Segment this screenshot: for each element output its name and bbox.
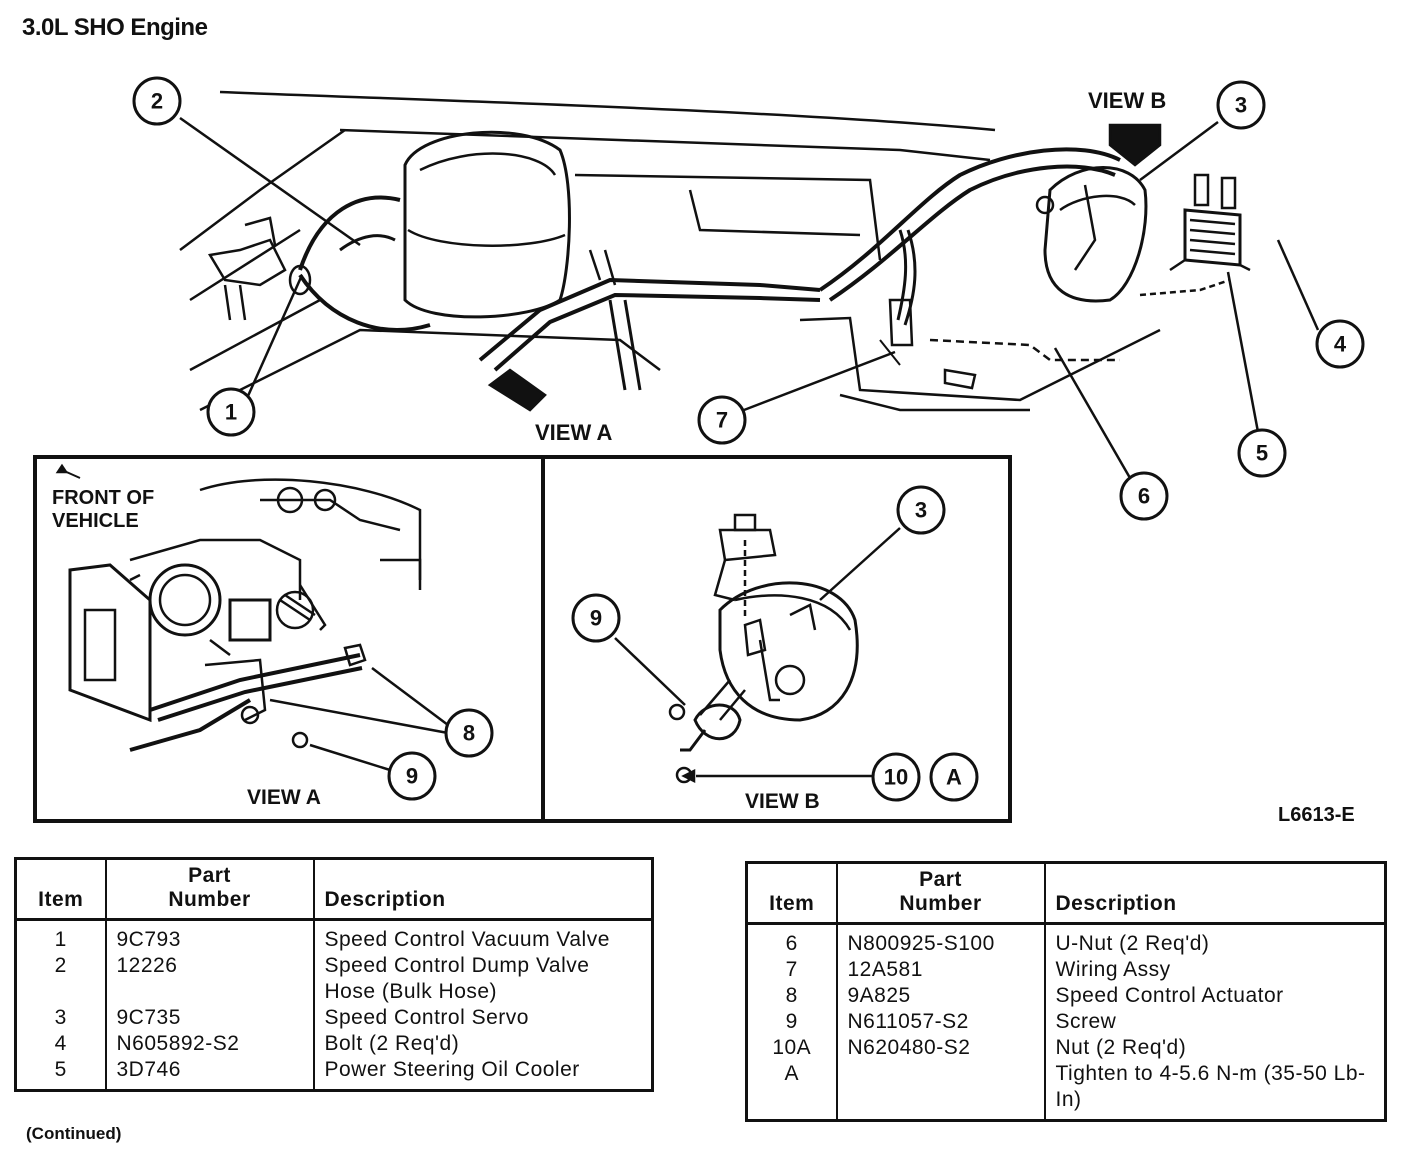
- view-a-caption: VIEW A: [247, 786, 321, 809]
- cell-item: 10A: [772, 1036, 812, 1059]
- cell-desc: Wiring Assy: [1043, 957, 1386, 983]
- cell-item: 6: [785, 932, 798, 955]
- cell-part: 12226: [104, 953, 314, 1005]
- view-a-illustration: [55, 463, 422, 752]
- cell-item: 1: [54, 928, 67, 951]
- svg-text:5: 5: [1256, 441, 1268, 466]
- cell-part: 9C793: [104, 919, 314, 953]
- cell-part: [835, 1061, 1045, 1121]
- cell-part: N620480-S2: [835, 1035, 1045, 1061]
- cell-desc: Bolt (2 Req'd): [312, 1031, 653, 1057]
- svg-text:1: 1: [225, 400, 237, 425]
- page-title: 3.0L SHO Engine: [22, 14, 208, 41]
- callout-3-view-b: 3: [896, 485, 946, 535]
- svg-text:6: 6: [1138, 484, 1150, 509]
- svg-text:3: 3: [1235, 93, 1247, 118]
- view-b-leaders: [614, 527, 901, 784]
- callout-10: 10: [871, 752, 921, 802]
- cell-item: 3: [54, 1006, 67, 1029]
- callout-5: 5: [1237, 428, 1287, 478]
- header-description: Description: [1043, 862, 1386, 925]
- svg-text:3: 3: [915, 498, 927, 523]
- cell-part: 9A825: [835, 983, 1045, 1009]
- engine-bay-illustration: [179, 90, 1251, 412]
- callout-3: 3: [1216, 80, 1266, 130]
- svg-text:2: 2: [151, 89, 163, 114]
- callout-6: 6: [1119, 471, 1169, 521]
- cell-part: N800925-S100: [835, 923, 1045, 957]
- view-a-arrow-label: VIEW A: [535, 420, 613, 445]
- cell-item: 4: [54, 1032, 67, 1055]
- view-b-arrow-label: VIEW B: [1088, 88, 1166, 113]
- callout-a: A: [929, 752, 979, 802]
- cell-item: A: [784, 1062, 799, 1085]
- svg-text:8: 8: [463, 721, 475, 746]
- callout-4: 4: [1315, 319, 1365, 369]
- cell-item: 7: [785, 958, 798, 981]
- cell-desc: Screw: [1043, 1009, 1386, 1035]
- cell-item: 5: [54, 1058, 67, 1081]
- cell-desc: Tighten to 4-5.6 N-m (35-50 Lb-In): [1043, 1061, 1386, 1121]
- header-description: Description: [312, 858, 653, 921]
- cell-part: 9C735: [104, 1005, 314, 1031]
- cell-desc: Nut (2 Req'd): [1043, 1035, 1386, 1061]
- svg-text:7: 7: [716, 408, 728, 433]
- svg-text:4: 4: [1334, 332, 1347, 357]
- front-of-vehicle-label-line2: VEHICLE: [52, 510, 139, 532]
- cell-part: N605892-S2: [104, 1031, 314, 1057]
- header-item: Item: [746, 862, 837, 925]
- callout-9-view-a: 9: [387, 751, 437, 801]
- cell-item: 8: [785, 984, 798, 1007]
- cell-desc: Speed Control Vacuum Valve: [312, 919, 653, 953]
- view-a-leaders: [269, 667, 449, 772]
- callout-8: 8: [444, 708, 494, 758]
- cell-desc: Power Steering Oil Cooler: [312, 1057, 653, 1091]
- svg-text:9: 9: [590, 606, 602, 631]
- cell-part: 3D746: [104, 1057, 314, 1091]
- cell-desc: Speed Control Actuator: [1043, 983, 1386, 1009]
- view-b-illustration: [668, 513, 859, 784]
- front-of-vehicle-label-line1: FRONT OF: [52, 487, 154, 509]
- cell-desc: Speed Control Servo: [312, 1005, 653, 1031]
- svg-text:10: 10: [884, 765, 908, 790]
- view-frame: [33, 455, 1012, 823]
- view-b-caption: VIEW B: [745, 790, 820, 813]
- callout-7: 7: [697, 395, 747, 445]
- cell-desc: U-Nut (2 Req'd): [1043, 923, 1386, 957]
- cell-item: 9: [785, 1010, 798, 1033]
- cell-part: N611057-S2: [835, 1009, 1045, 1035]
- continued-note: (Continued): [26, 1124, 122, 1143]
- cell-desc: Speed Control Dump Valve Hose (Bulk Hose…: [312, 953, 653, 1005]
- header-item: Item: [15, 858, 106, 921]
- svg-text:9: 9: [406, 764, 418, 789]
- table-row: A Tighten to 4-5.6 N-m (35-50 Lb-In): [747, 1061, 1386, 1121]
- cell-item: 2: [54, 954, 67, 977]
- leader-lines: [179, 116, 1320, 479]
- svg-text:A: A: [946, 765, 962, 790]
- cell-part: 12A581: [835, 957, 1045, 983]
- callout-1: 1: [206, 387, 256, 437]
- figure-code: L6613-E: [1278, 804, 1355, 826]
- callout-9-view-b: 9: [571, 593, 621, 643]
- callout-2: 2: [132, 76, 182, 126]
